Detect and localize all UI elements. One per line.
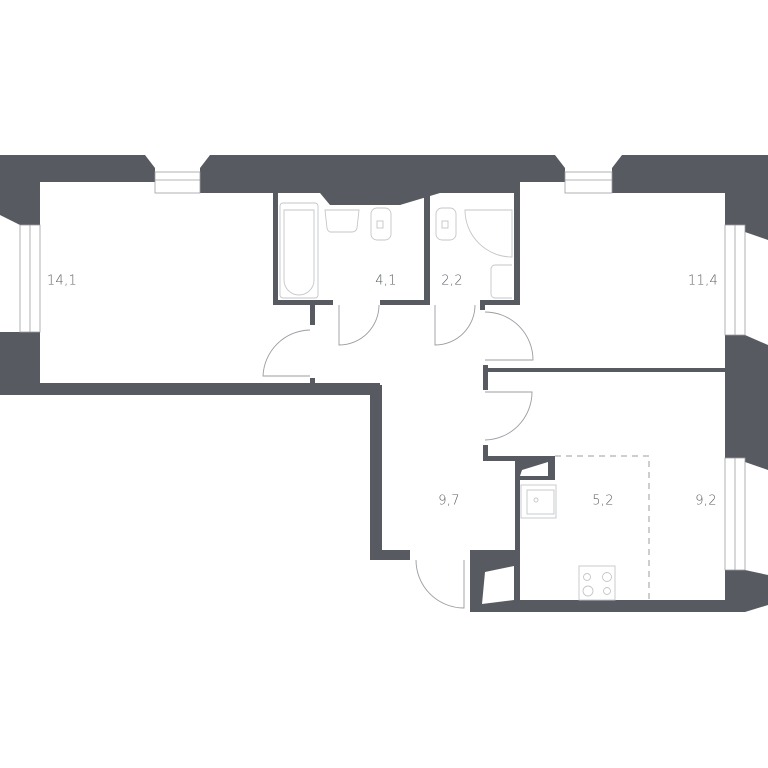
wall-bath-bottom2 xyxy=(380,300,430,305)
room-area-label: 4,1 xyxy=(375,273,397,289)
room-area-label: 14,1 xyxy=(46,273,78,289)
toilet-icon-wc xyxy=(435,207,457,241)
room-area-label: 9,7 xyxy=(438,493,460,509)
kitchen-sink-icon xyxy=(520,484,557,519)
kitchen-zone-boundary xyxy=(555,455,650,600)
walls xyxy=(0,155,768,612)
doors xyxy=(262,304,534,609)
bathtub-icon xyxy=(279,202,319,299)
door-bath xyxy=(338,304,380,346)
wall-bath-stub xyxy=(310,300,315,325)
room-area-label: 11,4 xyxy=(687,273,719,289)
wall-kitchen-top xyxy=(483,445,488,460)
door-room1 xyxy=(262,329,311,377)
wall-right-lower xyxy=(725,570,768,612)
door-kitchen xyxy=(484,391,533,441)
washbasin-icon xyxy=(490,264,512,299)
door-wc xyxy=(434,304,476,346)
wall-bath-left xyxy=(273,193,278,305)
wall-wc-stub xyxy=(480,300,485,310)
wall-door-stub xyxy=(310,378,315,386)
wall-corridor-left xyxy=(370,385,382,560)
sink-icon xyxy=(324,209,360,233)
wall-right-middle xyxy=(725,335,768,470)
door-bedroom xyxy=(484,311,534,361)
wall-top-left-corner xyxy=(0,182,40,225)
wall-bath-bottom xyxy=(273,300,333,305)
wall-top-middle xyxy=(200,155,565,205)
window-top-left xyxy=(154,171,201,194)
wall-room1-bottom xyxy=(40,383,380,395)
shower-icon xyxy=(464,209,513,258)
wall-top-right xyxy=(612,155,768,240)
wall-wc-bottom xyxy=(480,300,520,305)
window-top-right xyxy=(564,171,613,194)
wall-bottom xyxy=(475,600,745,612)
fixtures xyxy=(279,202,616,601)
wall-wc-right xyxy=(514,193,520,305)
wall-left-lower xyxy=(0,330,40,395)
wall-corridor-bottom xyxy=(370,550,410,560)
wall-partition-stub xyxy=(483,365,488,390)
wall-kitchen-left xyxy=(515,456,520,606)
windows xyxy=(19,171,746,571)
stove-icon xyxy=(578,565,616,601)
toilet-icon xyxy=(370,207,392,241)
room-area-label: 2,2 xyxy=(441,273,463,289)
door-entry xyxy=(415,559,465,609)
room-area-label: 9,2 xyxy=(695,493,717,509)
wall-bath-mid xyxy=(424,193,430,305)
wall-partition xyxy=(483,368,725,372)
room-area-label: 5,2 xyxy=(592,493,614,509)
